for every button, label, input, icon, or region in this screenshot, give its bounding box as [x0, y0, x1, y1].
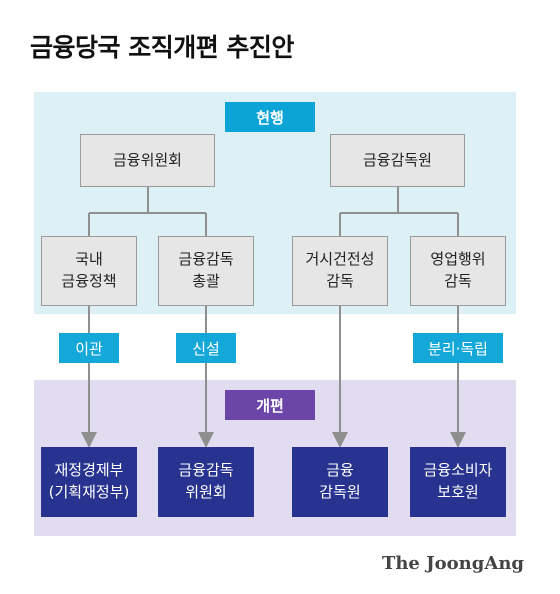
financial-supervisory-commission-box: 금융감독 위원회 [158, 447, 254, 517]
finance-economy-ministry-box: 재정경제부 (기획재정부) [41, 447, 137, 517]
fss-box: 금융감독원 [330, 134, 465, 187]
conduct-supervision-box: 영업행위 감독 [410, 236, 506, 306]
consumer-protection-agency-box: 금융소비자 보호원 [410, 447, 506, 517]
fsc-box: 금융위원회 [80, 134, 215, 187]
reform-section-tag: 개편 [225, 390, 315, 420]
publisher-logo: The JoongAng [381, 553, 524, 574]
financial-supervisory-service-box: 금융 감독원 [292, 447, 388, 517]
new-establishment-label: 신설 [176, 333, 236, 363]
current-section-tag: 현행 [225, 102, 315, 132]
macroprudential-box: 거시건전성 감독 [292, 236, 388, 306]
transfer-label: 이관 [59, 333, 119, 363]
separation-independence-label: 분리·독립 [413, 333, 503, 363]
chart-title: 금융당국 조직개편 추진안 [30, 33, 294, 62]
domestic-policy-box: 국내 금융정책 [41, 236, 137, 306]
supervision-general-box: 금융감독 총괄 [158, 236, 254, 306]
